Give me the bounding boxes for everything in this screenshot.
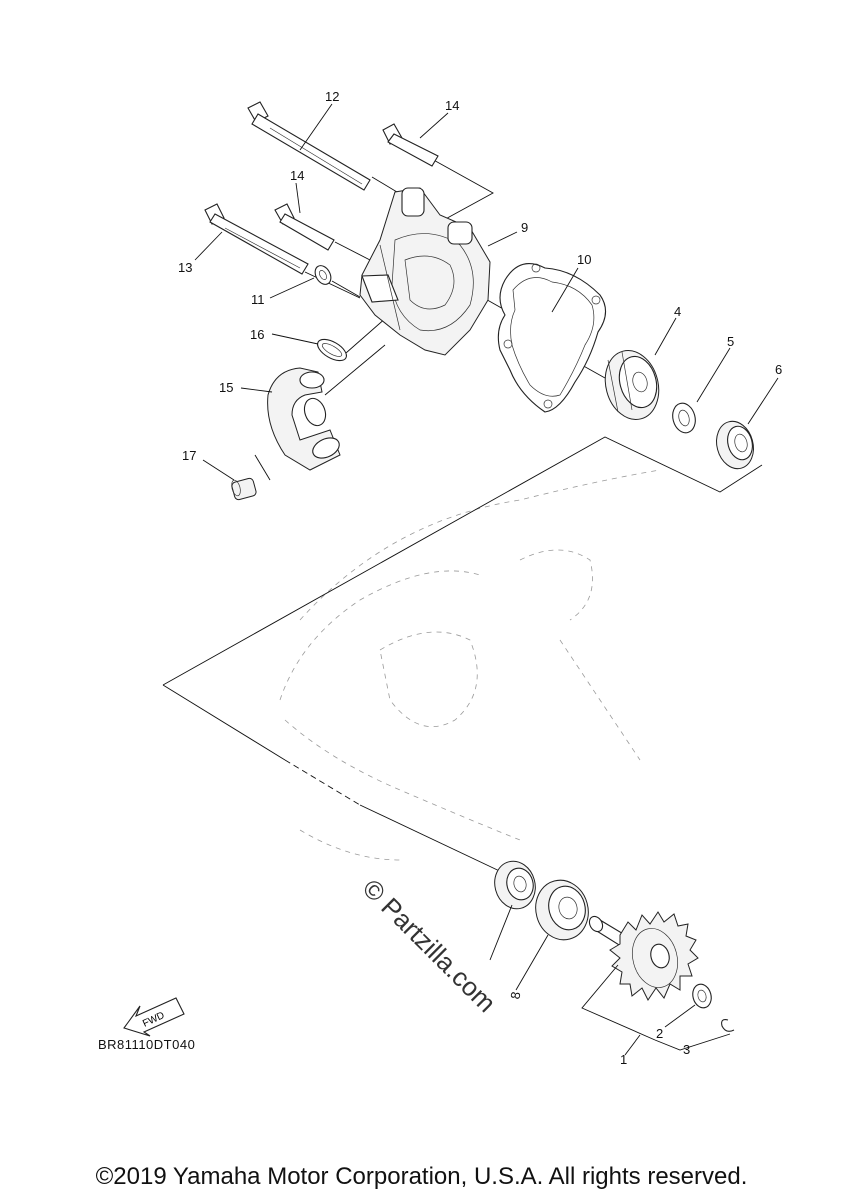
pump-housing-9 — [359, 187, 491, 356]
crankcase-ghost-outline — [279, 469, 661, 861]
impeller-shaft-gear-1 — [588, 911, 699, 1001]
washer-2 — [692, 983, 712, 1009]
callout-14-top: 14 — [445, 98, 459, 113]
callout-15: 15 — [219, 380, 233, 395]
callout-10: 10 — [577, 252, 591, 267]
callout-16: 16 — [250, 327, 264, 342]
callout-14-mid: 14 — [290, 168, 304, 183]
oil-seal-lower — [494, 860, 536, 910]
callout-6: 6 — [775, 362, 782, 377]
callout-9: 9 — [521, 220, 528, 235]
gasket-10 — [497, 263, 607, 413]
washer-5 — [672, 402, 696, 434]
forward-arrow-icon: FWD — [123, 997, 185, 1037]
callout-5: 5 — [727, 334, 734, 349]
pipe-15 — [267, 367, 341, 471]
callout-numbers: 12 14 14 13 9 10 11 16 15 17 4 5 6 8 1 2… — [178, 89, 782, 1067]
callout-17: 17 — [182, 448, 196, 463]
copyright-footer: ©2019 Yamaha Motor Corporation, U.S.A. A… — [95, 1163, 748, 1190]
impeller-4 — [604, 350, 660, 420]
callout-12: 12 — [325, 89, 339, 104]
washer-11 — [314, 265, 332, 285]
callout-3: 3 — [683, 1042, 690, 1057]
bolt-13 — [204, 203, 309, 275]
circlip-3 — [721, 1019, 735, 1032]
callout-11: 11 — [251, 292, 265, 307]
oil-seal-6 — [716, 420, 754, 470]
callout-1: 1 — [620, 1052, 627, 1067]
callout-4: 4 — [674, 304, 681, 319]
bolt-14-middle — [274, 203, 335, 251]
callout-13: 13 — [178, 260, 192, 275]
callout-leaders — [194, 103, 779, 1056]
callout-8: 8 — [507, 991, 523, 1001]
diagram-code: BR81110DT040 — [98, 1037, 196, 1052]
o-ring-16 — [317, 338, 347, 362]
bolt-12 — [247, 101, 371, 191]
clamp-17 — [231, 477, 257, 501]
bolt-14-upper — [382, 123, 439, 167]
callout-2: 2 — [656, 1026, 663, 1041]
bearing-8 — [535, 879, 589, 941]
